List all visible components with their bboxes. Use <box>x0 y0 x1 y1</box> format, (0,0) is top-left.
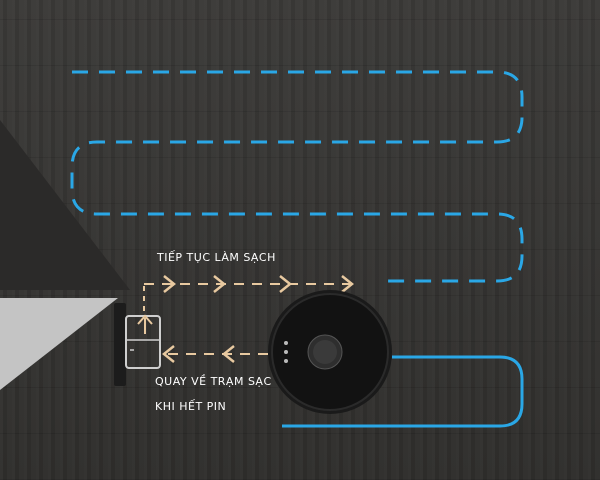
chevron-arrow-icon <box>213 275 227 293</box>
low-battery-label: KHI HẾT PIN <box>155 400 227 413</box>
cleaning-path-dashed <box>70 70 524 283</box>
wall-light-panel <box>0 298 118 390</box>
charging-dock-icon <box>114 303 161 386</box>
continue-chevrons <box>163 275 355 293</box>
chevron-arrow-icon <box>163 275 177 293</box>
return-chevrons <box>161 345 235 363</box>
return-to-dock-label: QUAY VỀ TRẠM SẠC <box>155 375 272 388</box>
chevron-arrow-icon <box>279 275 293 293</box>
wall-dark-triangle <box>0 120 130 290</box>
cleaning-path-solid <box>282 355 524 428</box>
chevron-arrow-icon <box>341 275 355 293</box>
continue-cleaning-label: TIẾP TỤC LÀM SẠCH <box>157 251 276 264</box>
robot-vacuum-icon <box>268 290 392 414</box>
chevron-arrow-icon <box>161 345 175 363</box>
chevron-arrow-icon <box>221 345 235 363</box>
